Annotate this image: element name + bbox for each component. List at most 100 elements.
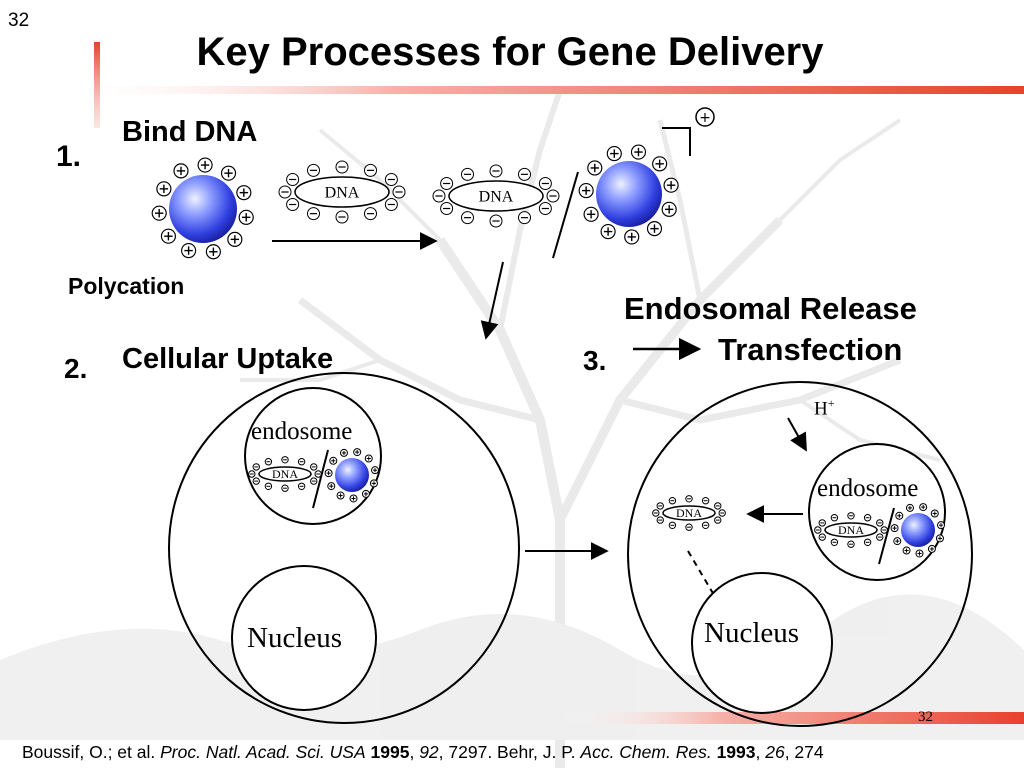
negative-charge [518, 167, 531, 181]
nucleus-left [231, 565, 377, 711]
polycation-core [596, 161, 662, 227]
negative-charge [281, 484, 289, 492]
positive-charge [661, 201, 677, 217]
released-dna: DNA [652, 495, 726, 531]
positive-charge [905, 503, 914, 512]
negative-charge [264, 458, 273, 466]
proton-symbol: H [814, 398, 828, 420]
citation-year2: 1993 [716, 742, 756, 762]
nucleus-right [691, 572, 833, 714]
negative-charge [440, 202, 454, 215]
endosome-left [244, 387, 382, 525]
negative-charge [384, 198, 398, 211]
complex-charge-sign: + [699, 110, 711, 126]
positive-charge [181, 242, 197, 259]
accent-bar-bottom [560, 712, 1024, 724]
positive-charge [220, 165, 237, 181]
cell-right [627, 381, 973, 727]
dna-strand [448, 180, 544, 212]
citation-journal2: Acc. Chem. Res. [580, 742, 712, 762]
positive-charge [327, 482, 336, 491]
citation: Boussif, O.; et al. Proc. Natl. Acad. Sc… [22, 742, 824, 762]
negative-charge [364, 163, 377, 177]
endosome-right-sphere [890, 503, 946, 558]
positive-charge [205, 244, 221, 260]
positive-charge [646, 221, 663, 237]
negative-charge [863, 538, 872, 546]
negative-charge [286, 173, 300, 186]
dna-label: DNA [838, 523, 864, 537]
positive-charge [238, 209, 254, 225]
positive-charge [361, 489, 370, 498]
negative-charge [310, 477, 318, 485]
positive-charge [173, 163, 189, 179]
step1-number: 1. [56, 140, 82, 173]
endosome-right-dna: DNA [814, 512, 888, 548]
negative-charge [847, 540, 855, 548]
endosome-right-divider [878, 507, 895, 565]
negative-charge [286, 198, 300, 211]
polycation-core [335, 458, 369, 492]
negative-charge [252, 477, 260, 485]
positive-charge [227, 231, 243, 247]
dna-strand [258, 466, 312, 482]
negative-charge [876, 533, 884, 541]
polycation-core [901, 513, 935, 547]
complex-charge: + [695, 107, 715, 127]
endosome-left-divider [312, 449, 329, 509]
positive-charge [587, 160, 603, 176]
accent-bar-top [60, 86, 1024, 94]
dna-label: DNA [676, 506, 702, 520]
negative-charge [714, 502, 722, 510]
negative-charge [307, 207, 320, 221]
negative-charge [364, 207, 377, 221]
proton-charge: + [827, 396, 835, 410]
positive-charge [583, 206, 599, 222]
positive-charge [151, 205, 167, 221]
step2-label: Cellular Uptake [122, 343, 334, 375]
negative-charge [518, 211, 531, 225]
negative-charge [310, 463, 318, 471]
negative-charge [264, 482, 273, 490]
negative-charge [538, 202, 552, 215]
positive-charge [890, 524, 899, 533]
negative-charge [281, 456, 289, 464]
positive-charge [578, 183, 594, 199]
positive-charge [329, 456, 338, 465]
negative-charge [252, 463, 260, 471]
positive-charge [663, 177, 679, 193]
dna-strand [662, 505, 716, 521]
dna-label: DNA [479, 189, 514, 206]
negative-charge [489, 164, 503, 178]
positive-charge [915, 549, 924, 558]
dna-label: DNA [325, 185, 360, 202]
positive-charge [364, 454, 373, 463]
positive-charge [606, 146, 622, 162]
negative-charge [714, 516, 722, 524]
negative-charge [652, 509, 660, 517]
negative-charge [546, 189, 560, 203]
negative-charge [863, 514, 872, 522]
positive-charge [160, 228, 176, 244]
positive-charge [927, 544, 936, 553]
dna-strand [294, 176, 390, 208]
negative-charge [384, 173, 398, 186]
negative-charge [392, 185, 406, 199]
positive-charge [156, 181, 172, 197]
dna-complex-1: DNA [278, 160, 406, 224]
positive-charge [624, 229, 640, 245]
positive-charge [349, 494, 358, 503]
endosome-right [808, 443, 946, 581]
positive-charge [930, 509, 939, 518]
negative-charge [432, 189, 446, 203]
positive-charge [324, 469, 333, 478]
dna-complex-2: DNA [432, 164, 560, 228]
positive-charge [339, 448, 348, 457]
endosome-right-label: endosome [817, 475, 919, 502]
step3-number: 3. [583, 345, 607, 376]
step2-number: 2. [64, 353, 88, 384]
accent-bar-vertical [94, 42, 100, 128]
positive-charge [893, 537, 902, 546]
positive-charge [369, 479, 378, 488]
